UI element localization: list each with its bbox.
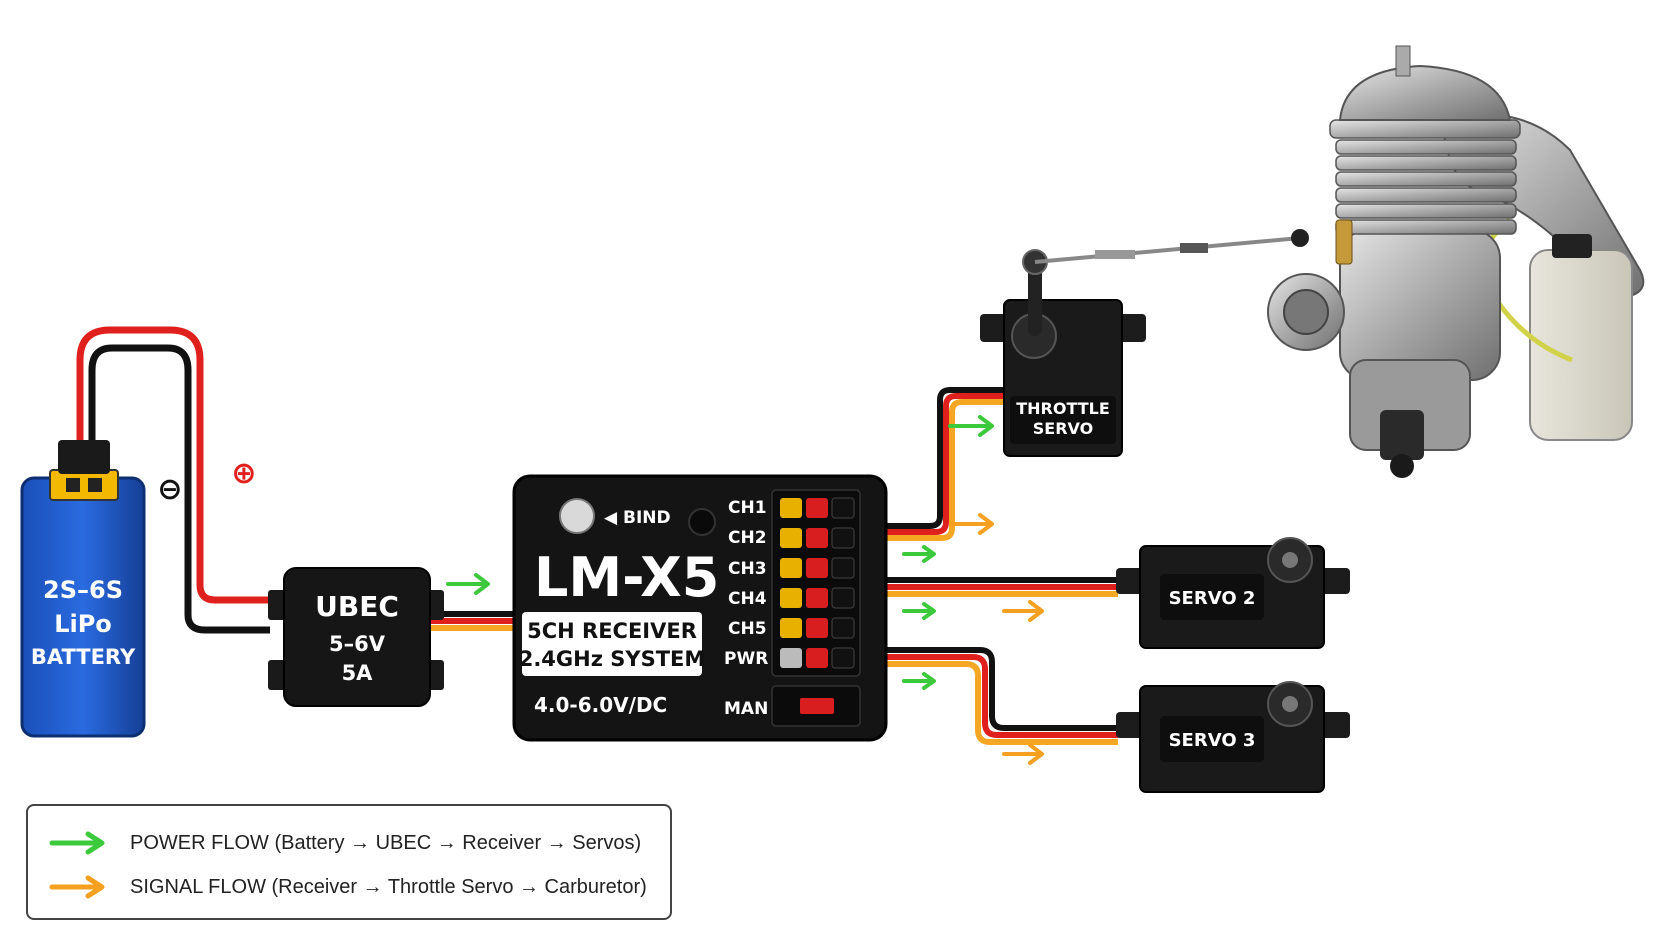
negative-polarity-icon: ⊖ (157, 472, 182, 507)
signal-arrow-throttle (950, 513, 994, 535)
signal-arrow-servo3 (1002, 743, 1044, 765)
battery-label-line2: LiPo (54, 610, 112, 638)
status-led (688, 508, 716, 536)
signal-flow-arrow-icon (49, 875, 105, 899)
battery-label-line1: 2S–6S (43, 576, 123, 604)
signal-arrow-servo2 (1002, 600, 1044, 622)
channel-label-ch4: CH4 (728, 589, 767, 609)
bind-button[interactable] (559, 498, 595, 534)
servo3-wires (880, 647, 1118, 745)
channel-label-ch3: CH3 (728, 559, 767, 579)
legend-signal-row: SIGNAL FLOW (Receiver → Throttle Servo →… (48, 872, 647, 902)
power-flow-arrows (446, 415, 994, 690)
throttle-servo-wires (880, 387, 1006, 541)
power-arrow-ch1 (902, 545, 936, 563)
power-arrow-ch3 (902, 672, 936, 690)
bind-label: ◀ BIND (604, 508, 671, 528)
ubec-output-wires (430, 611, 520, 631)
engine-illustration (1267, 45, 1645, 478)
receiver-desc-line2: 2.4GHz SYSTEM (519, 647, 706, 671)
legend: POWER FLOW (Battery → UBEC → Receiver → … (26, 804, 672, 920)
servo-2: SERVO 2 (1116, 537, 1350, 649)
receiver-voltage: 4.0-6.0V/DC (534, 693, 667, 717)
throttle-servo-label-line1: THROTTLE (1016, 399, 1110, 418)
lm-x5-receiver: ◀ BIND LM-X5 5CH RECEIVER 2.4GHz SYSTEM … (512, 474, 888, 742)
battery-leads (76, 326, 270, 634)
servo-3: SERVO 3 (1116, 681, 1350, 793)
throttle-servo-label-line2: SERVO (1033, 419, 1093, 438)
legend-power-row: POWER FLOW (Battery → UBEC → Receiver → … (48, 828, 641, 858)
man-label: MAN (724, 699, 768, 719)
throttle-servo: THROTTLE SERVO (980, 249, 1146, 457)
throttle-pushrod (1034, 229, 1309, 264)
signal-flow-arrows (950, 513, 1044, 765)
channel-label-pwr: PWR (724, 649, 768, 669)
ubec-module: UBEC 5–6V 5A (268, 567, 444, 707)
power-arrow-ch2 (902, 602, 936, 620)
battery-label-line3: BATTERY (31, 645, 136, 669)
servo3-label: SERVO 3 (1169, 730, 1256, 751)
lipo-battery: 2S–6S LiPo BATTERY (20, 440, 146, 738)
receiver-model: LM-X5 (534, 546, 719, 609)
ubec-voltage: 5–6V (329, 632, 386, 656)
pin-header (780, 497, 855, 669)
servo2-wires (880, 577, 1118, 597)
power-arrow-throttle (948, 415, 994, 437)
legend-power-text: POWER FLOW (Battery → UBEC → Receiver → … (130, 831, 642, 854)
receiver-desc-line1: 5CH RECEIVER (527, 619, 697, 643)
ubec-title: UBEC (315, 590, 399, 623)
channel-label-ch2: CH2 (728, 528, 767, 548)
channel-label-ch5: CH5 (728, 619, 767, 639)
power-arrow-ubec-receiver (446, 573, 490, 595)
power-flow-arrow-icon (49, 831, 105, 855)
legend-signal-text: SIGNAL FLOW (Receiver → Throttle Servo →… (130, 875, 647, 898)
servo2-label: SERVO 2 (1169, 588, 1256, 609)
channel-label-ch1: CH1 (728, 498, 767, 518)
ubec-current: 5A (342, 661, 374, 685)
positive-polarity-icon: ⊕ (231, 456, 256, 491)
